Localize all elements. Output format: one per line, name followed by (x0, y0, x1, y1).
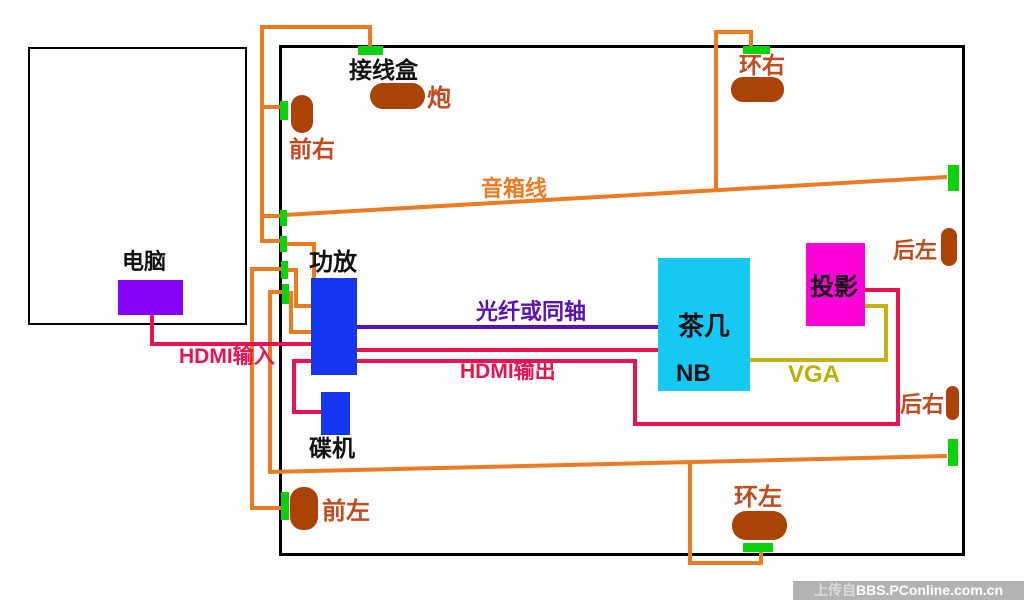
hdmi-in-label: HDMI输入 (179, 345, 275, 368)
wire-speaker-bottom-run (268, 290, 948, 475)
rear-left-label: 后左 (893, 238, 938, 263)
front-right-speaker (291, 95, 313, 133)
vga-label: VGA (788, 361, 841, 388)
computer-label: 电脑 (122, 249, 167, 274)
front-left-label: 前左 (322, 498, 370, 525)
wire-speaker-top-run (283, 175, 948, 217)
wall-plate-junction-box (358, 46, 383, 55)
wire-hdmi-out (355, 288, 900, 426)
surround-left-label: 环左 (734, 484, 782, 511)
wire-plate2-to-amp (283, 242, 316, 281)
projector-box: 投影 (806, 243, 865, 326)
wire-plate3-to-amp (283, 268, 313, 308)
front-right-label: 前右 (289, 136, 335, 162)
wall-plate-right-bottom (948, 439, 958, 466)
speaker-wire-label: 音箱线 (481, 176, 548, 201)
wire-surround-left-drop (688, 462, 763, 565)
wire-hdmi-in (150, 314, 312, 346)
optical-coaxial-label: 光纤或同轴 (476, 299, 587, 324)
theater-room-outline (279, 45, 965, 556)
front-left-speaker (290, 487, 318, 530)
surround-left-speaker (732, 511, 787, 540)
wall-plate-right-top (948, 165, 959, 191)
pc-room-outline (28, 47, 247, 325)
watermark: 上传自BBS.PConline.com.cn (793, 581, 1024, 600)
watermark-prefix: 上传自 (813, 582, 856, 598)
rear-left-speaker (941, 228, 957, 266)
projector-label: 投影 (810, 274, 858, 301)
wall-plate-2 (280, 236, 287, 252)
coffee-table-label: 茶几 (678, 311, 731, 341)
wire-front-left-run (250, 267, 283, 510)
wall-plate-surround-left (743, 543, 773, 552)
wall-plate-4 (282, 284, 289, 304)
wall-plate-1 (280, 210, 287, 226)
rear-right-label: 后右 (900, 392, 945, 417)
wire-junction-box-feed (260, 25, 372, 243)
amplifier-label: 功放 (309, 249, 357, 276)
nb-label: NB (676, 360, 711, 387)
subwoofer-label: 炮 (427, 85, 451, 112)
wall-plate-front-right (280, 101, 288, 120)
wall-plate-front-left (281, 492, 289, 520)
disc-player-box (321, 392, 350, 435)
wire-vga (749, 304, 888, 362)
junction-box-label: 接线盒 (349, 57, 418, 83)
wall-plate-surround-right (743, 46, 770, 54)
wall-plate-3 (281, 261, 288, 279)
surround-right-speaker (731, 77, 784, 102)
rear-right-speaker (946, 386, 959, 420)
watermark-text: BBS.PConline.com.cn (855, 582, 1004, 598)
surround-right-label: 环右 (739, 52, 785, 78)
wire-amp-to-disc (292, 359, 322, 414)
hdmi-out-label: HDMI输出 (460, 360, 556, 383)
subwoofer-speaker (370, 83, 425, 109)
amplifier-box (311, 278, 357, 375)
computer-box (118, 280, 183, 315)
wire-surround-right-drop (714, 30, 753, 189)
coffee-table-nb-box: 茶几 NB (658, 258, 750, 391)
disc-player-label: 碟机 (309, 435, 355, 461)
